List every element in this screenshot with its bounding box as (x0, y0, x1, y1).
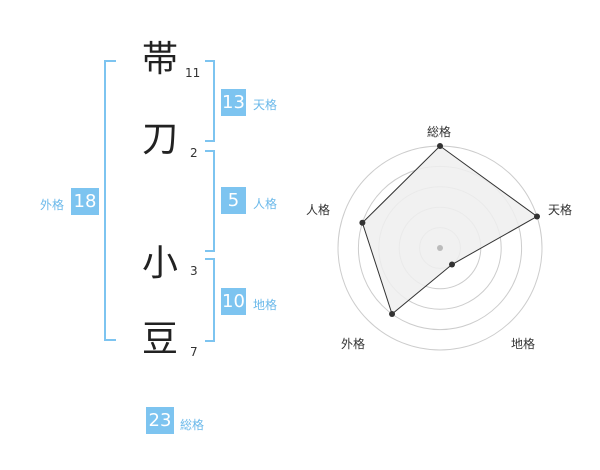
stroke-count-4: 7 (190, 345, 198, 359)
gaikaku-bracket (104, 60, 116, 341)
radar-point-3 (389, 311, 396, 318)
name-char-1: 帯 (141, 39, 178, 80)
radar-data-polygon (361, 145, 538, 315)
stroke-count-1: 11 (185, 66, 201, 80)
radar-center-point (437, 245, 443, 251)
radar-label-jinkaku: 人格 (306, 203, 331, 217)
jinkaku-badge: 5 (221, 187, 246, 214)
radar-label-gaikaku: 外格 (341, 337, 366, 351)
chikaku-badge: 10 (221, 288, 246, 315)
stroke-count-2: 2 (190, 146, 198, 160)
jinkaku-label: 人格 (253, 197, 278, 211)
fortune-radar-chart (337, 143, 543, 351)
name-char-4: 豆 (141, 319, 178, 360)
soukaku-label: 総格 (180, 418, 205, 432)
radar-point-4 (359, 219, 366, 226)
gaikaku-label: 外格 (40, 198, 65, 212)
radar-label-soukaku: 総格 (427, 125, 452, 139)
radar-label-chikaku: 地格 (511, 337, 536, 351)
radar-point-0 (437, 143, 443, 149)
gaikaku-badge: 18 (71, 188, 99, 215)
radar-point-2 (448, 261, 455, 268)
tenkaku-bracket (205, 60, 215, 142)
soukaku-badge: 23 (146, 407, 174, 434)
chikaku-bracket (205, 258, 215, 342)
radar-label-tenkaku: 天格 (548, 203, 573, 217)
radar-point-1 (534, 213, 541, 220)
name-char-2: 刀 (141, 119, 178, 160)
chikaku-label: 地格 (253, 298, 278, 312)
tenkaku-badge: 13 (221, 89, 246, 116)
tenkaku-label: 天格 (253, 98, 278, 112)
name-char-3: 小 (141, 243, 178, 284)
stroke-count-3: 3 (190, 264, 198, 278)
jinkaku-bracket (205, 150, 215, 252)
